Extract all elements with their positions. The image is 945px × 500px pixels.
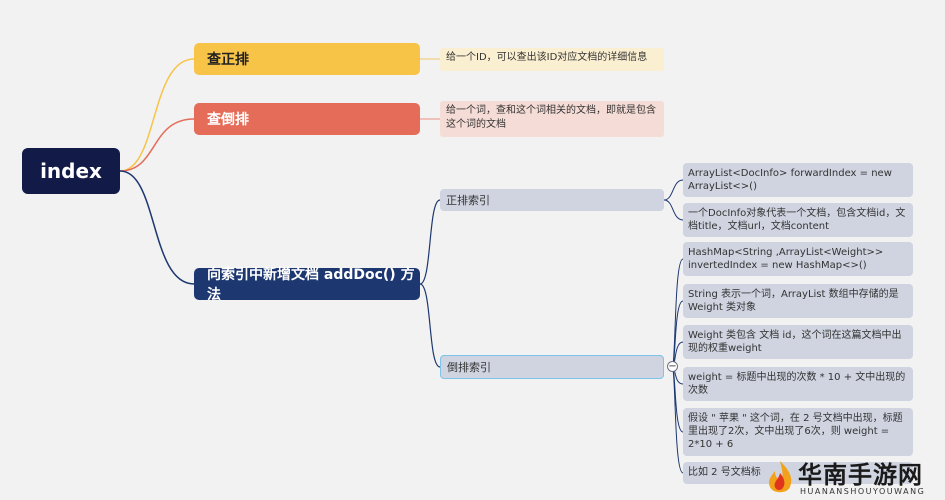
connector-inverted-index-child-1	[671, 300, 684, 368]
watermark-title: 华南手游网	[798, 461, 923, 489]
root-node[interactable]: index	[22, 148, 120, 194]
leaf-inverted-index-2[interactable]: Weight 类包含 文档 id，这个词在这篇文档中出现的权重weight	[683, 325, 913, 359]
leaf-inverted-index-5[interactable]: 比如 2 号文档标	[683, 462, 913, 484]
watermark-subtitle: HUANANSHOUYOUWANG	[800, 487, 926, 496]
connector-forward-index-child-1	[663, 199, 684, 221]
node-add-doc[interactable]: 向索引中新增文档 addDoc() 方法	[194, 267, 420, 303]
leaf-forward-index-1[interactable]: 一个DocInfo对象代表一个文档，包含文档id，文档title，文档url，文…	[683, 203, 913, 237]
connector-add-doc-forward-index	[419, 199, 441, 285]
note-inverted-lookup: 给一个词，查和这个词相关的文档，即就是包含这个词的文档	[440, 101, 664, 137]
node-inverted-index[interactable]: 倒排索引	[440, 355, 664, 379]
leaf-forward-index-0[interactable]: ArrayList<DocInfo> forwardIndex = new Ar…	[683, 163, 913, 197]
connector-root-add-doc	[119, 170, 195, 285]
connector-root-inverted-lookup	[119, 118, 195, 172]
leaf-inverted-index-3[interactable]: weight = 标题中出现的次数 * 10 + 文中出现的次数	[683, 367, 913, 401]
connector-forward-index-child-0	[663, 179, 684, 201]
flame-logo-icon	[769, 461, 792, 493]
node-inverted-lookup[interactable]: 查倒排	[194, 103, 420, 135]
node-forward-lookup[interactable]: 查正排	[194, 43, 420, 75]
note-forward-lookup: 给一个ID，可以查出该ID对应文档的详细信息	[440, 48, 664, 71]
watermark-logo: 华南手游网 HUANANSHOUYOUWANG	[760, 455, 945, 500]
leaf-inverted-index-0[interactable]: HashMap<String ,ArrayList<Weight>> inver…	[683, 242, 913, 276]
leaf-inverted-index-1[interactable]: String 表示一个词，ArrayList 数组中存储的是 Weight 类对…	[683, 284, 913, 318]
node-forward-index[interactable]: 正排索引	[440, 189, 664, 211]
connector-root-forward-lookup	[119, 58, 195, 172]
collapse-toggle-icon[interactable]: −	[667, 361, 678, 372]
connector-add-doc-inverted-index	[419, 283, 441, 368]
leaf-inverted-index-4[interactable]: 假设 " 苹果 " 这个词，在 2 号文档中出现，标题里出现了2次，文中出现了6…	[683, 408, 913, 456]
